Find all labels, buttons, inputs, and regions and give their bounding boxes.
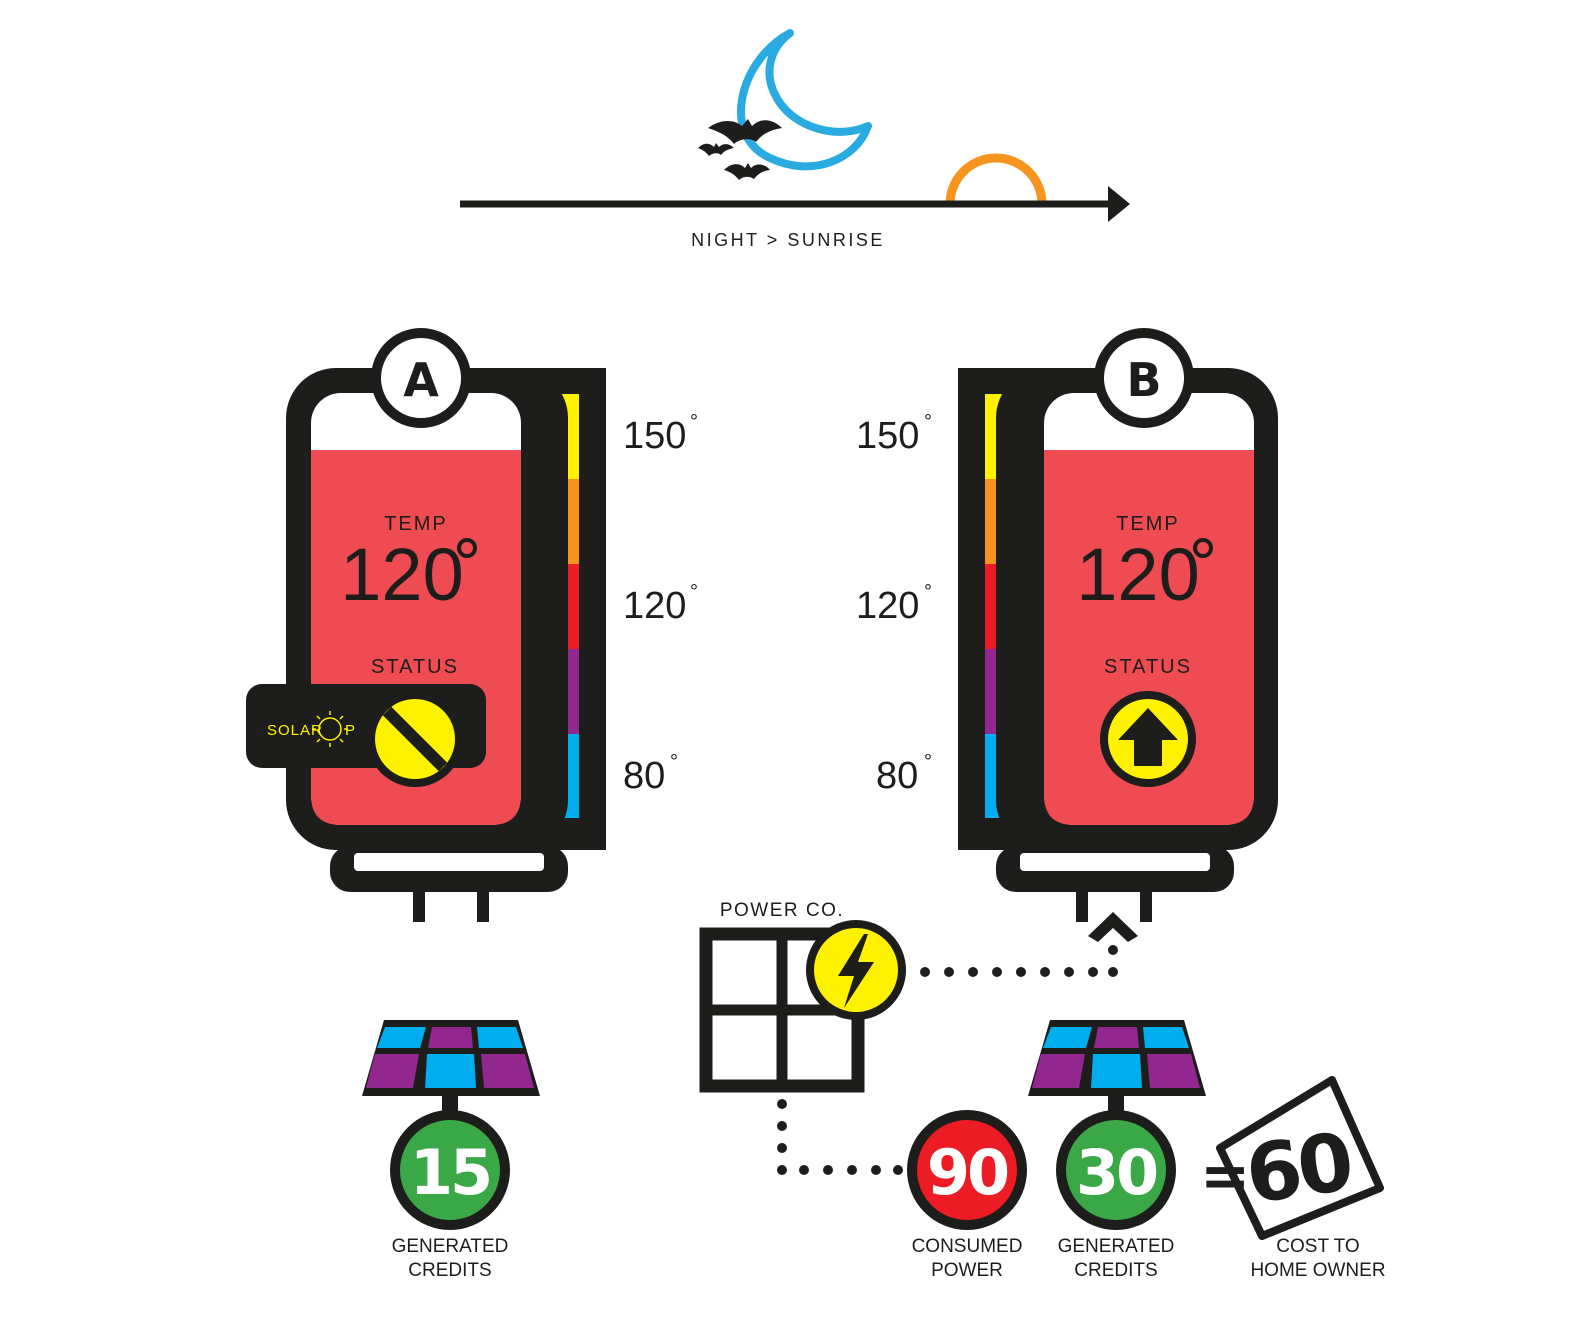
bat-icon — [698, 119, 782, 180]
scale-a-mid: 120 — [623, 585, 686, 627]
solar-brand-left: SOLAR — [267, 722, 323, 739]
heater-b: B TEMP 120 STATUS 150 ° 120 ° 80 ° — [856, 328, 1278, 922]
generated-credits-b-label-1: GENERATED — [1058, 1236, 1175, 1257]
scale-a-high: 150 — [623, 415, 686, 457]
scale-a-low: 80 — [623, 755, 665, 797]
sun-icon — [312, 711, 348, 747]
temp-label-a: TEMP — [384, 513, 448, 535]
generated-credits-a-label-1: GENERATED — [392, 1236, 509, 1257]
generated-credits-a: 15 GENERATED CREDITS — [390, 1110, 510, 1281]
scale-b-high: 150 — [856, 415, 919, 457]
arrow-up-icon — [1100, 691, 1196, 787]
generated-credits-a-label-2: CREDITS — [408, 1260, 491, 1281]
scale-b-mid: 120 — [856, 585, 919, 627]
sunrise-icon — [945, 153, 1047, 205]
status-label-b: STATUS — [1104, 656, 1192, 678]
scale-b-low-deg: ° — [924, 751, 932, 773]
scale-a-mid-deg: ° — [690, 581, 698, 603]
dotted-connector-b — [920, 945, 1118, 977]
scale-b-low: 80 — [876, 755, 918, 797]
generated-credits-b-value: 30 — [1076, 1136, 1157, 1209]
temp-value-b: 120 — [1076, 533, 1199, 616]
power-co-label: POWER CO. — [720, 900, 844, 921]
arrow-up-small-icon — [1088, 912, 1138, 942]
cost-to-home-owner: = 60 COST TO HOME OWNER — [1200, 1076, 1386, 1281]
heater-a: A TEMP 120 STATUS SOLAR P 150 ° 120 ° 80… — [246, 328, 698, 922]
badge-a: A — [403, 353, 439, 407]
consumed-power-label-2: POWER — [931, 1260, 1003, 1281]
price-tag-icon — [1216, 1076, 1384, 1240]
timeline: NIGHT > SUNRISE — [460, 29, 1130, 250]
cost-label-1: COST TO — [1276, 1236, 1359, 1257]
temp-degree-b — [1193, 538, 1213, 558]
generated-credits-a-value: 15 — [410, 1136, 490, 1209]
solar-panel-b — [1028, 1020, 1206, 1112]
generated-credits-b-label-2: CREDITS — [1074, 1260, 1157, 1281]
consumed-power: 90 CONSUMED POWER — [907, 1110, 1027, 1281]
dotted-connector-consumed — [777, 1099, 903, 1175]
scale-a-low-deg: ° — [670, 751, 678, 773]
temp-label-b: TEMP — [1116, 513, 1180, 535]
consumed-power-value: 90 — [927, 1136, 1008, 1209]
solar-brand-right: P — [345, 722, 355, 739]
scale-a-high-deg: ° — [690, 411, 698, 433]
timeline-label: NIGHT > SUNRISE — [691, 230, 885, 250]
cost-prefix: = — [1200, 1141, 1250, 1211]
scale-b-high-deg: ° — [924, 411, 932, 433]
cost-value: 60 — [1240, 1115, 1356, 1222]
status-label-a: STATUS — [371, 656, 459, 678]
solar-panel-a — [362, 1020, 540, 1112]
temp-value-a: 120 — [340, 533, 463, 616]
scale-b-mid-deg: ° — [924, 581, 932, 603]
moon-icon — [737, 29, 872, 171]
badge-b: B — [1126, 353, 1161, 407]
cost-label-2: HOME OWNER — [1250, 1260, 1385, 1281]
arrow-right-icon — [1108, 186, 1130, 222]
no-entry-icon — [367, 691, 463, 787]
power-company: POWER CO. — [699, 900, 1138, 1175]
temp-degree-a — [457, 538, 477, 558]
generated-credits-b: 30 GENERATED CREDITS — [1056, 1110, 1176, 1281]
consumed-power-label-1: CONSUMED — [912, 1236, 1023, 1257]
lightning-icon — [806, 920, 906, 1020]
